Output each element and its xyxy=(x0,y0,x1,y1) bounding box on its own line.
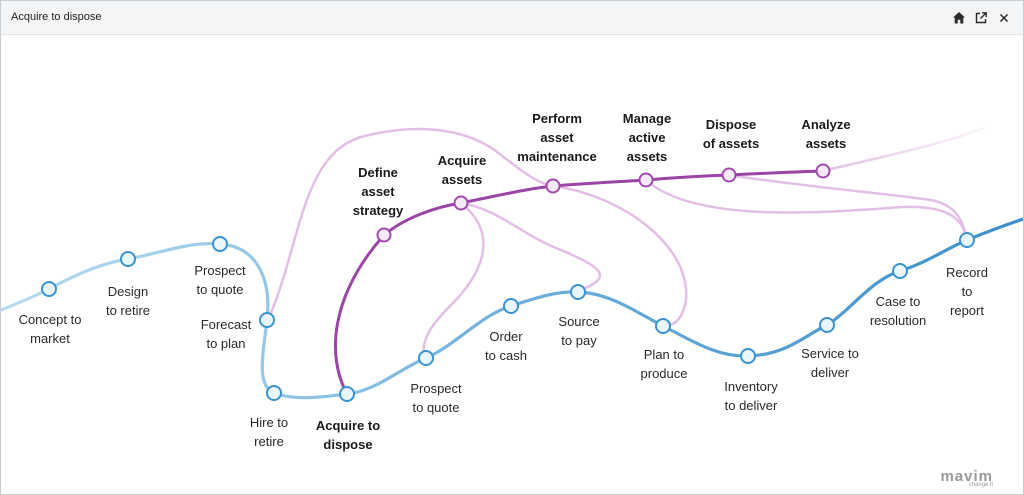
home-button[interactable] xyxy=(949,8,969,28)
label-perform-maintenance[interactable]: Perform asset maintenance xyxy=(517,111,597,164)
node-forecast[interactable] xyxy=(259,312,275,328)
close-icon xyxy=(999,13,1009,23)
label-dispose-assets[interactable]: Dispose of assets xyxy=(702,117,760,151)
open-external-button[interactable] xyxy=(971,8,991,28)
value-chain-nodes xyxy=(41,232,975,402)
label-design[interactable]: Design to retire xyxy=(105,284,151,318)
node-hire[interactable] xyxy=(266,385,282,401)
label-acquire[interactable]: Acquire to dispose xyxy=(315,418,381,452)
sub-process-light-paths xyxy=(266,125,987,358)
node-concept[interactable] xyxy=(41,281,57,297)
node-prospect-1[interactable] xyxy=(212,236,228,252)
label-analyze-assets[interactable]: Analyze assets xyxy=(801,117,851,151)
label-concept[interactable]: Concept to market xyxy=(18,312,82,346)
node-source[interactable] xyxy=(570,284,586,300)
logo-wordmark: mavim xyxy=(940,468,993,485)
sub-process-nodes xyxy=(376,163,831,243)
node-plan[interactable] xyxy=(655,318,671,334)
node-service[interactable] xyxy=(819,317,835,333)
node-manage-assets[interactable] xyxy=(638,172,654,188)
label-plan[interactable]: Plan to produce xyxy=(640,347,688,381)
label-inventory[interactable]: Inventory to deliver xyxy=(724,379,778,413)
node-acquire-assets[interactable] xyxy=(453,195,469,211)
open-external-icon xyxy=(975,12,987,24)
label-order[interactable]: Order to cash xyxy=(485,329,527,363)
label-manage-assets[interactable]: Manage active assets xyxy=(622,111,672,164)
node-case[interactable] xyxy=(892,263,908,279)
process-map-graphic xyxy=(1,125,1023,402)
node-acquire[interactable] xyxy=(339,386,355,402)
value-chain-path xyxy=(1,217,1023,400)
label-hire[interactable]: Hire to retire xyxy=(249,415,289,449)
node-analyze-assets[interactable] xyxy=(815,163,831,179)
node-record[interactable] xyxy=(959,232,975,248)
label-define-asset-strategy[interactable]: Define asset strategy xyxy=(352,165,404,218)
label-service[interactable]: Service to deliver xyxy=(801,346,859,380)
label-source[interactable]: Source to pay xyxy=(558,314,600,348)
label-case[interactable]: Case to resolution xyxy=(869,294,927,328)
mavim-logo: mavim change it xyxy=(940,468,993,488)
node-dispose-assets[interactable] xyxy=(721,167,737,183)
node-perform-maintenance[interactable] xyxy=(545,178,561,194)
node-inventory[interactable] xyxy=(740,348,756,364)
window-title: Acquire to dispose xyxy=(11,11,102,23)
close-button[interactable] xyxy=(994,8,1014,28)
node-design[interactable] xyxy=(120,251,136,267)
process-map: Concept to market Design to retire Prosp… xyxy=(1,35,1023,494)
label-prospect-1[interactable]: Prospect to quote xyxy=(194,263,246,297)
label-acquire-assets[interactable]: Acquire assets xyxy=(437,153,487,187)
node-order[interactable] xyxy=(503,298,519,314)
home-icon xyxy=(953,12,965,24)
label-record[interactable]: Record to report xyxy=(946,265,988,318)
window-titlebar: Acquire to dispose xyxy=(1,1,1023,35)
node-prospect-2[interactable] xyxy=(418,350,434,366)
label-prospect-2[interactable]: Prospect to quote xyxy=(410,381,462,415)
node-define-asset-strategy[interactable] xyxy=(376,227,392,243)
logo-tagline: change it xyxy=(968,482,993,488)
label-forecast[interactable]: Forecast to plan xyxy=(200,317,252,351)
